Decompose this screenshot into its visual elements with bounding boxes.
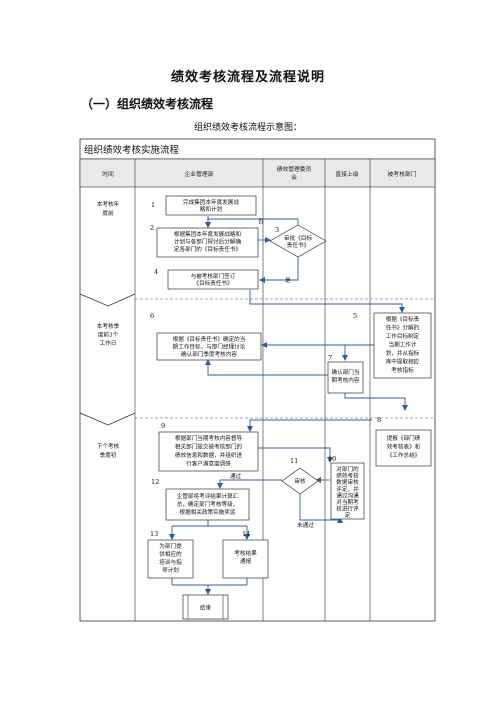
node-end	[182, 594, 229, 620]
node-number-6: 6	[150, 312, 154, 320]
document-title: 绩效考核流程及流程说明	[170, 70, 325, 85]
node-5	[373, 312, 432, 379]
column-header-time: 时间	[102, 170, 114, 178]
figure-caption: 组织绩效考核流程示意图：	[193, 123, 302, 133]
column-header-row	[79, 158, 436, 188]
node-7-text: 确认部门当期考核内容	[332, 368, 360, 384]
node-10-text: 对部门的绩效考核数据审核评定，并通过沟通对当期考核进行评定	[336, 465, 359, 519]
node-number-2: 2	[150, 224, 154, 232]
node-3-text: 审批《目标责任书》	[284, 234, 312, 249]
node-11-decision	[281, 467, 319, 495]
column-header-direct-superior: 直接上级	[335, 170, 358, 178]
node-6-text: 根据《目标责任书》确定的当期工作目标，与部门经理讨论确认部门季度考核内容	[173, 335, 246, 358]
node-number-12: 12	[151, 478, 159, 486]
edge-label-fail: 未通过	[297, 521, 314, 529]
node-number-13: 13	[150, 530, 158, 538]
node-8	[375, 429, 432, 467]
node-8-text: 提报《部门绩效考核表》和《工作总结》	[387, 434, 421, 459]
node-number-8: 8	[377, 416, 381, 424]
node-number-7: 7	[328, 354, 332, 362]
column-header-committee: 绩效管理委员会	[277, 165, 312, 181]
edge-label-no: 否	[258, 218, 264, 225]
phase-divider-1	[79, 293, 435, 307]
node-number-10: 10	[328, 455, 336, 463]
column-header-enterprise-mgmt: 企业管理部	[185, 170, 214, 178]
node-7	[327, 361, 364, 394]
node-9-text: 根据部门当期考核内容督导相关部门提交被考核部门的绩效信息和数据，并组织进行客户满…	[175, 434, 243, 468]
node-13-text: 为部门提供相应的培训与指导计划	[159, 542, 182, 574]
node-2	[156, 227, 259, 258]
column-header-assessed-dept: 被考核部门	[388, 170, 417, 178]
node-4	[167, 269, 259, 290]
phase-label-next-quarter: 下个考核季度初	[97, 442, 120, 459]
node-6	[156, 332, 262, 361]
node-9	[158, 431, 259, 472]
node-number-3: 3	[275, 226, 279, 234]
edge-label-yes: 是	[285, 277, 291, 284]
node-12	[165, 488, 250, 521]
section-title: （一）组织绩效考核流程	[81, 97, 214, 111]
node-4-text: 与被考核部门签订《目标责任书》	[191, 272, 236, 287]
node-1-text: 完成集团本年度发展战略和计划	[183, 198, 239, 213]
node-14	[222, 539, 269, 579]
node-number-4: 4	[154, 268, 158, 276]
node-number-5: 5	[353, 312, 357, 320]
node-end-label: 结束	[200, 604, 212, 612]
flowchart-banner: 组织绩效考核实施流程	[84, 144, 180, 156]
node-number-11: 11	[290, 457, 298, 465]
flowchart-frame	[79, 138, 436, 622]
node-number-1: 1	[151, 201, 155, 209]
phase-label-year: 本考核年度前	[97, 200, 120, 217]
node-3-decision	[269, 224, 327, 258]
phase-label-quarter: 本考核季度前3个工作日	[97, 322, 120, 347]
node-number-14: 14	[242, 530, 250, 538]
edge-label-pass: 通过	[230, 472, 242, 480]
node-11-text: 审核	[294, 477, 306, 485]
node-10	[330, 462, 365, 520]
node-13	[147, 539, 194, 579]
node-14-text: 考核结果通报	[234, 549, 257, 565]
node-2-text: 根据集团本年度发展战略和计划与各部门探讨后分解确定各部门的《目标责任书》	[174, 230, 242, 253]
node-1	[165, 195, 257, 216]
phase-divider-2	[79, 412, 435, 426]
node-12-text: 企管部将考评结果计算汇总，确定部门考核等级，根据相关政策实施奖惩	[177, 492, 239, 516]
node-number-9: 9	[161, 422, 165, 430]
node-5-text: 根据《目标责任书》分解的工作目标制定当期工作计划，并从指标库中提取相应考核指标	[386, 315, 420, 374]
